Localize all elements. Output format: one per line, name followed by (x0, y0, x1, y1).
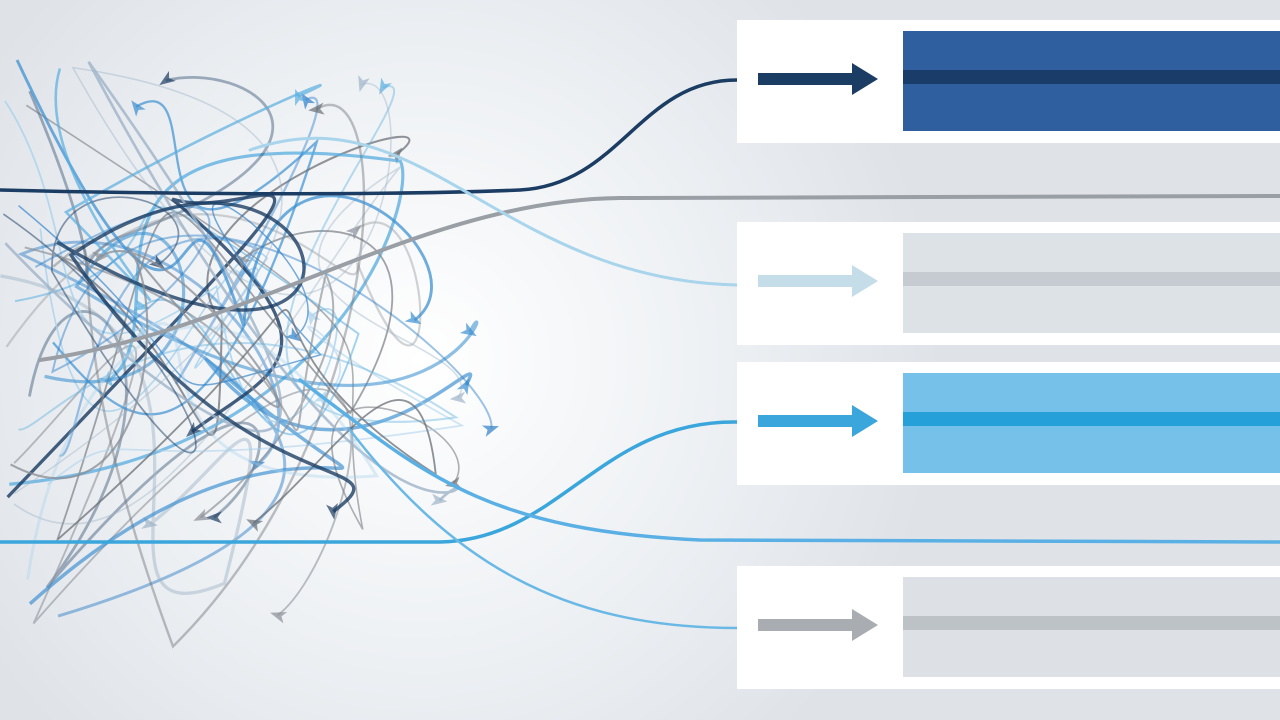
arrowhead-icon (148, 254, 166, 270)
tangled-line (26, 322, 380, 580)
output-panel (737, 222, 1280, 345)
arrowhead-icon (234, 267, 247, 285)
output-line (0, 78, 739, 196)
arrowhead-icon (345, 224, 362, 240)
arrowhead-icon (284, 327, 302, 342)
tangled-line (4, 61, 458, 502)
arrow-right-icon (852, 63, 878, 95)
arrow-right-icon (852, 405, 878, 437)
tangled-line (54, 68, 322, 302)
arrow-shaft (758, 73, 858, 85)
arrow-shaft (758, 619, 858, 631)
arrow-right-icon (852, 265, 878, 297)
tangled-line (46, 325, 465, 486)
tangled-line (58, 96, 319, 457)
tangled-line (24, 246, 335, 519)
arrowhead-icon (307, 309, 321, 327)
arrowhead-icon (430, 493, 448, 506)
tangled-line (56, 135, 411, 437)
output-line (0, 420, 739, 544)
arrowhead-icon (404, 310, 422, 325)
tangled-line (13, 66, 392, 495)
tangled-line (13, 166, 463, 525)
arrowhead-icon (295, 88, 307, 107)
arrowhead-icon (445, 476, 463, 489)
tangled-line (13, 344, 353, 625)
arrowhead-icon (313, 390, 327, 408)
tangled-line (17, 240, 287, 618)
output-panel (737, 20, 1280, 143)
arrowhead-icon (186, 421, 202, 438)
arrowhead-icon (379, 77, 392, 95)
output-line (248, 136, 739, 287)
arrowhead-icon (301, 93, 316, 110)
arrowhead-icon (326, 503, 339, 520)
arrowhead-icon (131, 100, 146, 117)
tangled-lines (0, 59, 499, 649)
arrowhead-icon (92, 251, 109, 264)
output-panels (737, 20, 1280, 689)
panel-stripe (903, 412, 1280, 426)
output-panel (737, 566, 1280, 689)
output-line (298, 378, 1280, 544)
arrowhead-icon (449, 391, 467, 404)
arrow-shaft (758, 275, 858, 287)
arrowhead-icon (205, 511, 222, 524)
tangled-line (10, 246, 281, 480)
arrow-shaft (758, 415, 858, 427)
tangled-line (5, 213, 422, 348)
panel-stripe (903, 272, 1280, 286)
arrowhead-icon (456, 378, 470, 396)
tangled-line (28, 357, 473, 606)
output-lines (0, 78, 1280, 630)
tangled-line (52, 100, 320, 416)
arrowhead-icon (98, 370, 114, 388)
panel-stripe (903, 616, 1280, 630)
arrowhead-icon (246, 519, 264, 532)
arrowhead-icon (308, 102, 325, 115)
tangled-line (18, 85, 459, 431)
arrowhead-icon (270, 611, 288, 624)
output-line (348, 428, 739, 630)
tangled-line (25, 104, 460, 530)
arrowhead-icon (358, 74, 370, 93)
output-panel (737, 362, 1280, 485)
tangled-line (4, 100, 338, 423)
panel-stripe (903, 70, 1280, 84)
arrowhead-icon (481, 425, 499, 437)
tangled-line (57, 309, 437, 540)
arrowhead-icon (193, 508, 211, 521)
tangled-line (56, 201, 356, 514)
tangled-line (52, 103, 366, 649)
arrowhead-icon (159, 71, 176, 86)
tangled-line (55, 211, 394, 542)
tangled-line (44, 231, 479, 387)
output-line (38, 194, 1280, 362)
arrowhead-icon (459, 322, 477, 337)
arrow-right-icon (852, 609, 878, 641)
